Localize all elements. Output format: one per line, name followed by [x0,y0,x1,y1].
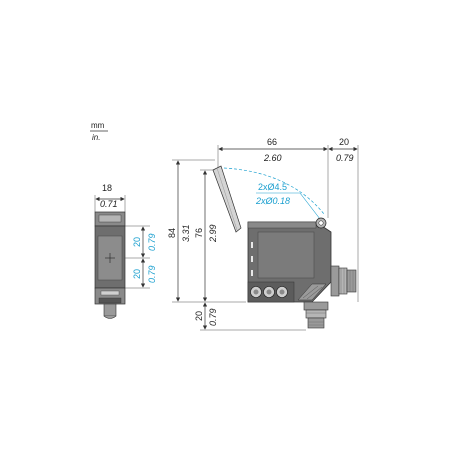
bracket-swing-arc [223,167,325,215]
hole-in: 2xØ0.18 [255,196,290,206]
front-lower-in: 0.79 [147,265,157,283]
sensor-face [257,231,315,279]
side-width-in: 2.60 [263,153,282,163]
front-width-in: 0.71 [100,199,118,209]
front-width-mm: 18 [102,183,112,193]
bottom-connector [303,301,329,329]
bottom-mm: 20 [194,311,204,321]
overall-height-in: 3.31 [181,224,191,242]
body-height-mm: 76 [194,228,204,238]
connector-mm: 20 [339,137,349,147]
unit-mm: mm [91,121,105,130]
bottom-in: 0.79 [208,308,218,326]
unit-in: in. [92,133,100,142]
front-lower-mm: 20 [132,269,142,279]
side-view: 84 3.31 76 2.99 66 2.60 20 0.79 2xØ4.5 2… [167,137,359,331]
units-legend: mm in. [90,121,108,142]
hole-mm: 2xØ4.5 [258,182,287,192]
front-cable [103,303,117,317]
front-upper-in: 0.79 [147,233,157,251]
side-connector [330,265,357,297]
body-height-in: 2.99 [208,224,218,243]
overall-height-mm: 84 [167,228,177,238]
front-upper-mm: 20 [132,237,142,247]
side-width-mm: 66 [267,137,277,147]
connector-in: 0.79 [336,153,354,163]
front-view: 18 0.71 20 0.79 20 0.79 [94,183,157,319]
